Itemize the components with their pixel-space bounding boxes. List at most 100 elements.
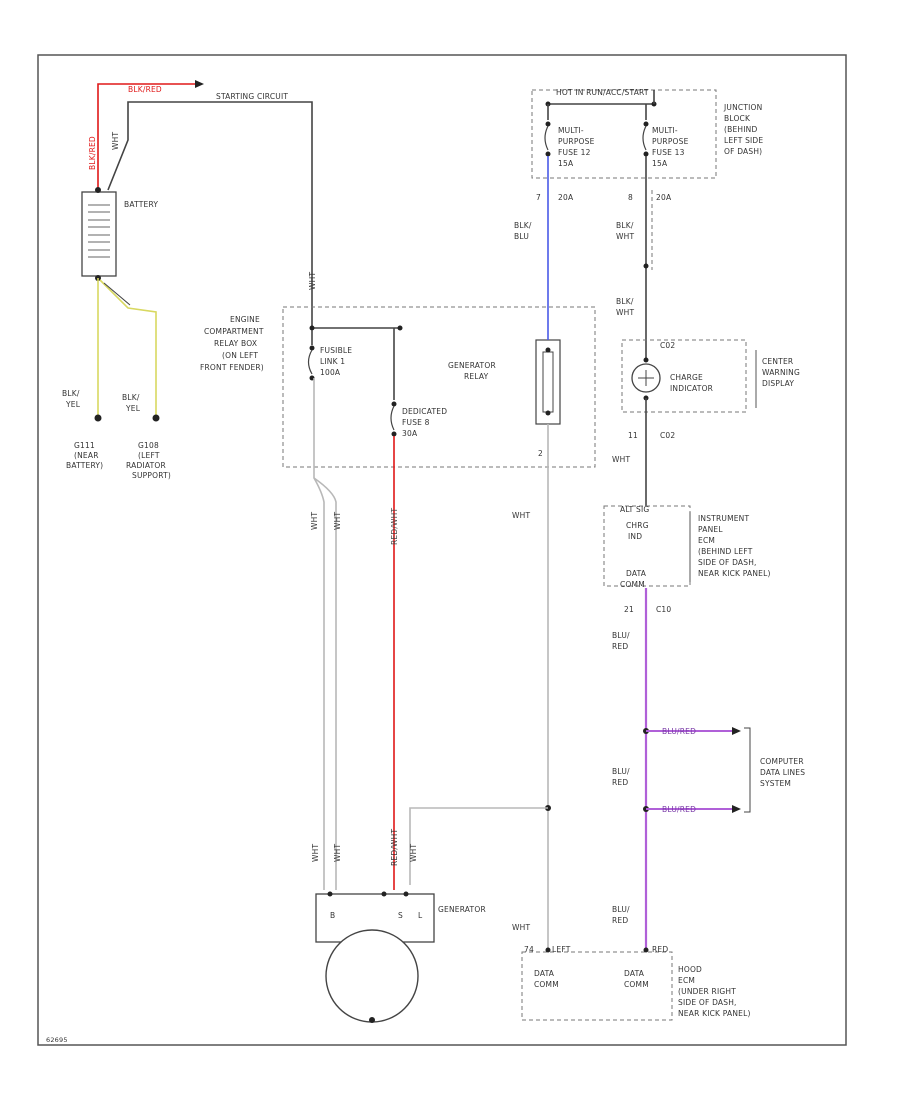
pcm-left-pin-0: 74 bbox=[524, 945, 534, 954]
ground-label-g111-1: (NEAR bbox=[74, 451, 99, 460]
ground-label-g108-1: (LEFT bbox=[138, 451, 160, 460]
pcm-label-3: SIDE OF DASH, bbox=[678, 998, 737, 1007]
dedicated-fuse-bottom bbox=[391, 431, 397, 437]
pcm-right-pin-0: RED bbox=[652, 945, 668, 954]
wire-blu-red-label-1a: BLU/ bbox=[612, 767, 630, 776]
fuse-13-icon bbox=[642, 125, 647, 151]
engine-relay-box: ENGINE COMPARTMENT RELAY BOX (ON LEFT FR… bbox=[200, 272, 596, 468]
ip-ecm-label-1: PANEL bbox=[698, 525, 723, 534]
wire-label-wht-s: WHT bbox=[409, 844, 418, 862]
junction-block-outline bbox=[531, 89, 717, 179]
wire-label-blk-red: BLK/RED bbox=[128, 85, 162, 94]
pcm-label-0: HOOD bbox=[678, 965, 702, 974]
fusible-link-icon bbox=[307, 349, 313, 375]
instrument-panel-ecm: ALT SIG CHRG IND DATA COMM INSTRUMENT PA… bbox=[603, 505, 771, 589]
fuse-12-icon bbox=[544, 125, 549, 151]
wire-label-wht-v1: WHT bbox=[308, 272, 317, 290]
pcm-data-comm-l-1: COMM bbox=[534, 980, 559, 989]
wire-label-blk-yel-2a: BLK/ bbox=[122, 393, 140, 402]
wire-label-red-wht: RED/WHT bbox=[390, 507, 399, 545]
wire-label-vertical-wht: WHT bbox=[111, 132, 120, 150]
battery-positive-wire bbox=[97, 83, 195, 190]
charge-indicator-label-1: INDICATOR bbox=[670, 384, 713, 393]
wire-label-wht-gen-a: WHT bbox=[310, 512, 319, 530]
relay-box-label-1: COMPARTMENT bbox=[204, 327, 264, 336]
c02-top-label: C02 bbox=[660, 341, 675, 350]
pin-21-label: 21 bbox=[624, 605, 634, 614]
fusible-link-label-0: FUSIBLE bbox=[320, 346, 352, 355]
fuse-13-label-1: PURPOSE bbox=[652, 137, 689, 146]
fuse-12-label-0: MULTI- bbox=[558, 126, 584, 135]
dedicated-fuse-label-1: FUSE 8 bbox=[402, 418, 430, 427]
wire-wht-gen-2 bbox=[313, 477, 337, 890]
relay-box-label-2: RELAY BOX bbox=[214, 339, 257, 348]
battery-label: BATTERY bbox=[124, 200, 158, 209]
junction-label-0: JUNCTION bbox=[723, 103, 762, 112]
data-line-label-1: BLU/RED bbox=[662, 727, 696, 736]
pin-11-label: 11 bbox=[628, 431, 638, 440]
junction-block: HOT IN RUN/ACC/START MULTI- PURPOSE FUSE… bbox=[531, 88, 763, 202]
wire-blu-red-label-0a: BLU/ bbox=[612, 631, 630, 640]
c02-bottom-label: C02 bbox=[660, 431, 675, 440]
chrg-ind-label-0: ALT SIG bbox=[620, 505, 649, 514]
diagram-frame bbox=[37, 54, 847, 1046]
bottom-ecm-outline bbox=[521, 951, 673, 1021]
ground-label-g111-2: BATTERY) bbox=[66, 461, 103, 470]
generator-icon bbox=[325, 929, 419, 1023]
arrow-icon bbox=[195, 80, 204, 88]
wire-label-wht-gen-c: WHT bbox=[311, 844, 320, 862]
generator-relay-coil bbox=[535, 339, 561, 425]
pin-8-amp-label: 20A bbox=[656, 193, 672, 202]
data-comm-label-0: DATA bbox=[626, 569, 647, 578]
generator-label: GENERATOR bbox=[438, 905, 486, 914]
battery-pos-terminal bbox=[95, 187, 101, 193]
relay-box-outline bbox=[282, 306, 596, 468]
ip-ecm-outline bbox=[603, 505, 691, 587]
junction-label-2: (BEHIND bbox=[724, 125, 757, 134]
ground-label-g111-0: G111 bbox=[74, 441, 95, 450]
ground-label-g108-0: G108 bbox=[138, 441, 159, 450]
dedicated-fuse-label-2: 30A bbox=[402, 429, 418, 438]
wire-blk-wht-2-label-0: BLK/ bbox=[616, 297, 634, 306]
gen-relay-label-0: GENERATOR bbox=[448, 361, 496, 370]
wire-blu-red-label-2a: BLU/ bbox=[612, 905, 630, 914]
fusible-link-label-1: LINK 1 bbox=[320, 357, 345, 366]
diagram-id-label: 62695 bbox=[46, 1036, 68, 1044]
wire-wht-label-1: WHT bbox=[612, 455, 630, 464]
pin-7-amp-label: 20A bbox=[558, 193, 574, 202]
relay-box-label-4: FRONT FENDER) bbox=[200, 363, 264, 372]
pin-7-label: 7 bbox=[536, 193, 541, 202]
pcm-label-2: (UNDER RIGHT bbox=[678, 987, 736, 996]
cdl-label-0: COMPUTER bbox=[760, 757, 804, 766]
center-warning-label-1: WARNING bbox=[762, 368, 800, 377]
ip-ecm-label-5: NEAR KICK PANEL) bbox=[698, 569, 771, 578]
starting-circuit-wire bbox=[107, 101, 313, 330]
computer-data-lines: BLU/RED BLU/RED COMPUTER DATA LINES SYST… bbox=[643, 727, 805, 814]
wire-label-wht-gen-b: WHT bbox=[333, 512, 342, 530]
wire-wht-label-2: WHT bbox=[512, 511, 530, 520]
chrg-ind-label-1: CHRG bbox=[626, 521, 649, 530]
wire-blu-red-label-1b: RED bbox=[612, 778, 628, 787]
ip-ecm-label-2: ECM bbox=[698, 536, 715, 545]
data-comm-label-1: COMM bbox=[620, 580, 645, 589]
fuse-12-label-3: 15A bbox=[558, 159, 574, 168]
junction-label-4: OF DASH) bbox=[724, 147, 762, 156]
ground-wire-shade bbox=[103, 282, 131, 306]
ground-icon-g111 bbox=[94, 414, 102, 422]
ip-ecm-label-4: SIDE OF DASH, bbox=[698, 558, 757, 567]
battery-cells bbox=[88, 204, 110, 258]
starting-circuit-label: STARTING CIRCUIT bbox=[216, 92, 288, 101]
gen-relay-label-1: RELAY bbox=[464, 372, 489, 381]
center-warning-label-2: DISPLAY bbox=[762, 379, 794, 388]
wire-blu-red-label-0b: RED bbox=[612, 642, 628, 651]
wire-blk-blu-label-0: BLK/ bbox=[514, 221, 532, 230]
center-warning-label-0: CENTER bbox=[762, 357, 793, 366]
wire-label-red-wht-2: RED/WHT bbox=[390, 828, 399, 866]
wire-label-blk-yel-2b: YEL bbox=[125, 404, 141, 413]
wire-label-wht-gen-d: WHT bbox=[333, 844, 342, 862]
wire-blu-red-label-2b: RED bbox=[612, 916, 628, 925]
hot-in-run-label: HOT IN RUN/ACC/START bbox=[556, 88, 649, 97]
fuse-12-label-2: FUSE 12 bbox=[558, 148, 591, 157]
cdl-label-2: SYSTEM bbox=[760, 779, 791, 788]
